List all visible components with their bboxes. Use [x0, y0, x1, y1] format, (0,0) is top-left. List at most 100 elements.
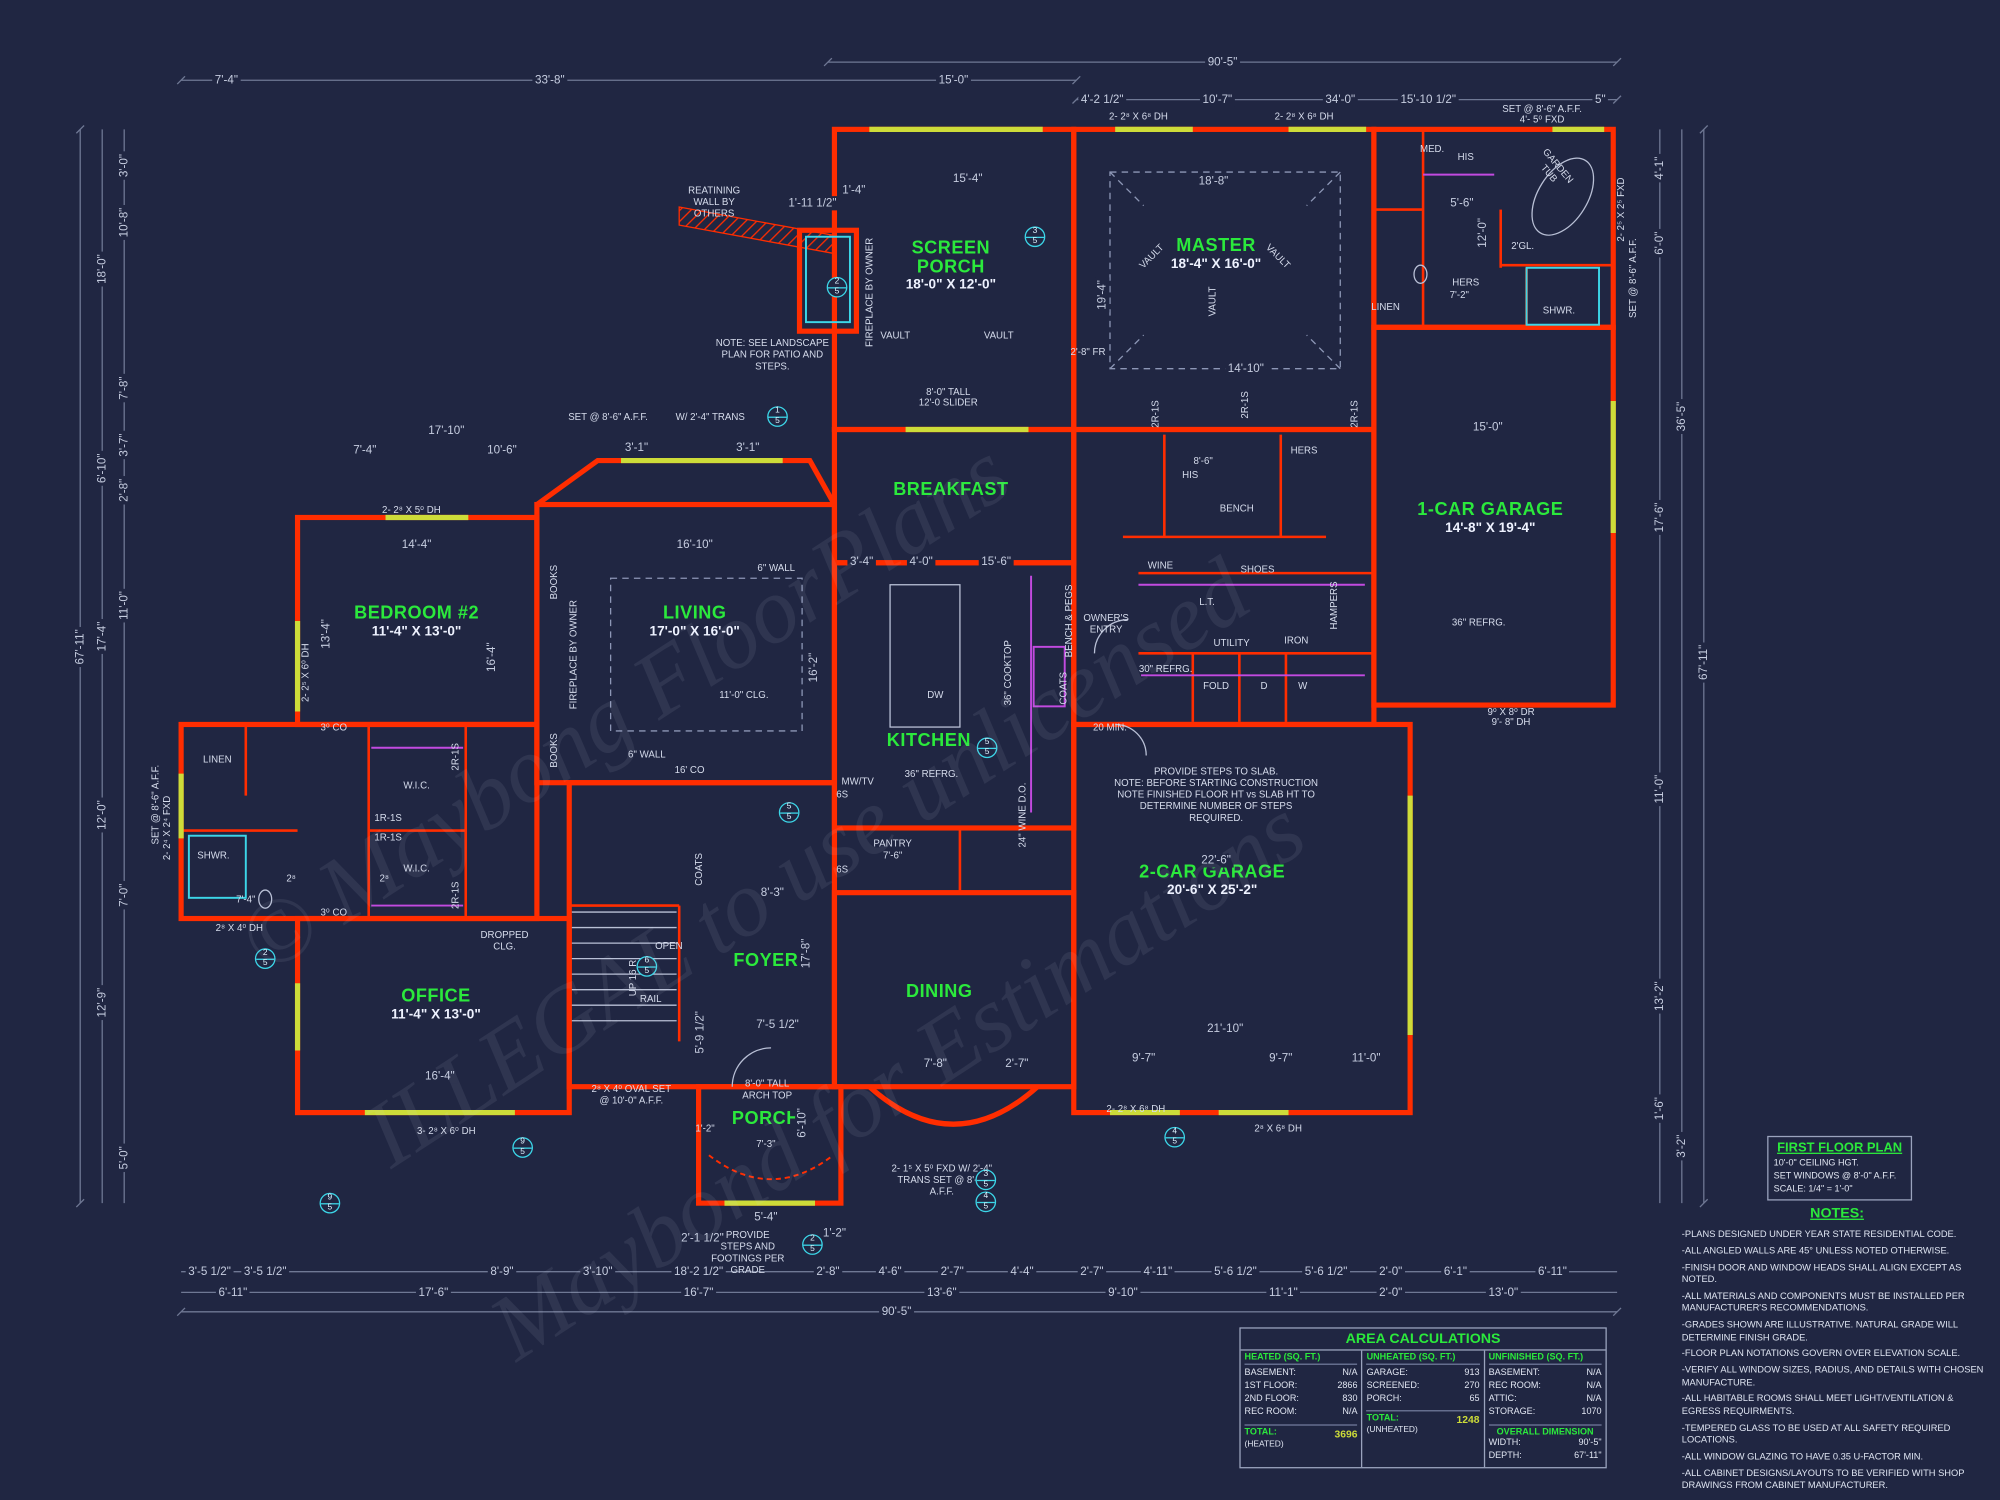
overall-dimension-header: OVERALL DIMENSION [1488, 1423, 1602, 1437]
sheet-number: 5 [983, 1179, 989, 1189]
annotation-label: HIS [1457, 150, 1474, 163]
dimension-label: 33'-8" [532, 73, 568, 88]
area-calc-label: DEPTH: [1488, 1451, 1522, 1461]
dimension-label: 2'-7" [1002, 1056, 1032, 1071]
detail-number: 3 [1025, 227, 1045, 238]
room-label: FOYER [733, 950, 798, 969]
dimension-label: 16'-2" [806, 650, 821, 685]
room-name: KITCHEN [886, 729, 971, 750]
dimension-label: 8'-3" [758, 885, 787, 900]
area-calc-label: GARAGE: [1366, 1368, 1408, 1378]
dimension-label: 5'-6" [1447, 196, 1477, 211]
area-calc-label: SCREENED: [1366, 1381, 1420, 1391]
fixtures [258, 157, 1595, 1087]
room-name: 1-CAR GARAGE [1417, 498, 1564, 519]
dimension-label: 7'-0" [117, 881, 132, 910]
annotation-label: 2R-1S [449, 881, 462, 909]
note-item: -TEMPERED GLASS TO BE USED AT ALL SAFETY… [1681, 1421, 1951, 1446]
annotation-label: HERS [1290, 444, 1318, 457]
area-calc-value: 90'-5" [1578, 1438, 1602, 1448]
annotation-label: HAMPERS [1327, 581, 1340, 630]
annotation-label: 12'-0 SLIDER [918, 396, 978, 409]
annotation-label: VAULT [880, 329, 911, 341]
annotation-label: WINE [1147, 559, 1174, 572]
annotation-label: D [1260, 679, 1268, 692]
sheet-number: 5 [1172, 1136, 1178, 1146]
interior-walls [181, 129, 1614, 1042]
area-calc-value: 830 [1342, 1394, 1358, 1405]
dimension-label: 3'-2" [1674, 1132, 1689, 1161]
dimension-label: 5'-4" [751, 1210, 781, 1225]
area-calculations-table: AREA CALCULATIONS HEATED (SQ. FT.)BASEME… [1239, 1327, 1607, 1469]
room-name: OFFICE [401, 984, 471, 1006]
annotation-label: 2R-1S [1149, 400, 1162, 428]
dimension-label: 67'-11" [73, 626, 88, 668]
dimension-label: 9'-10" [1105, 1285, 1141, 1300]
dimension-label: 21'-10" [1204, 1021, 1246, 1036]
note-item: -VERIFY ALL WINDOW SIZES, RADIUS, AND DE… [1681, 1363, 1984, 1388]
dimension-label: 2'-0" [1376, 1285, 1405, 1300]
annotation-label: W.I.C. [403, 779, 430, 792]
dimension-label: 18'-2 1/2" [671, 1264, 726, 1279]
dimension-label: 6'-10" [795, 1105, 810, 1141]
dimension-label: 4'-11" [1140, 1264, 1175, 1279]
note-item: -ALL CABINET DESIGNS/LAYOUTS TO BE VERIF… [1681, 1466, 1965, 1491]
dimension-label: 10'-7" [1199, 92, 1235, 107]
dimension-label: 17'-8" [798, 936, 813, 971]
titleblock-line: SET WINDOWS @ 8'-0" A.F.F. [1773, 1171, 1897, 1181]
dimension-label: 8'-9" [487, 1264, 517, 1279]
dimension-label: 3'-1" [622, 440, 651, 455]
area-calc-label: ATTIC: [1488, 1394, 1517, 1405]
area-calc-label: WIDTH: [1488, 1438, 1521, 1448]
annotation-label: 36" REFRG. [1451, 616, 1506, 629]
dimension-label: 2'-8" [813, 1264, 843, 1279]
annotation-label: BOOKS [547, 564, 560, 600]
room-name: SCREEN PORCH [911, 236, 991, 277]
dimension-label: 90'-5" [879, 1304, 914, 1319]
area-calc-label: BASEMENT: [1244, 1368, 1296, 1378]
dimension-label: 17'-6" [1652, 500, 1667, 535]
detail-number: 4 [976, 1192, 995, 1203]
dimension-label: 9'-7" [1266, 1051, 1295, 1066]
annotation-label: 8'-0" TALL [926, 386, 971, 398]
annotation-label: 24" WINE D.O. [1016, 782, 1028, 848]
dimension-label: 17'-4" [95, 619, 110, 654]
dimension-label: 11'-0" [117, 588, 132, 623]
dimension-label: 4'-6" [875, 1264, 905, 1279]
area-calc-label: REC ROOM: [1488, 1381, 1541, 1391]
sheet-number: 5 [1032, 236, 1038, 246]
dimension-label: 5'-9 1/2" [692, 1008, 707, 1057]
annotation-label: 2R-1S [1238, 391, 1251, 419]
note-item: -FLOOR PLAN NOTATIONS GOVERN OVER ELEVAT… [1681, 1347, 1961, 1359]
room-label: KITCHEN [887, 730, 971, 749]
dimension-label: 15'-0" [936, 73, 971, 88]
area-calc-total: TOTAL:1248(UNHEATED) [1366, 1410, 1480, 1435]
dimension-label: 18'-0" [95, 251, 110, 287]
dimension-label: 18'-8" [1196, 174, 1231, 189]
dimension-label: 3'-7" [117, 430, 132, 460]
dimension-label: 2'-0" [1376, 1264, 1405, 1279]
first-floor-plan-titleblock: FIRST FLOOR PLAN 10'-0" CEILING HGT.SET … [1767, 1135, 1913, 1202]
dimension-label: 7'-5 1/2" [753, 1017, 802, 1032]
dimension-label: 22'-6" [1198, 853, 1234, 868]
room-size: 20'-6" X 25'-2" [1167, 882, 1258, 898]
sheet-number: 5 [327, 1202, 333, 1212]
room-name: MASTER [1176, 234, 1256, 256]
annotation-label: FIREPLACE BY OWNER [863, 237, 876, 348]
annotation-label: UTILITY [1213, 637, 1250, 649]
area-calc-label: REC ROOM: [1244, 1408, 1297, 1418]
annotation-label: L.T. [1199, 595, 1215, 608]
dimension-label: 1'-6" [1652, 1094, 1667, 1123]
room-name: 2-CAR GARAGE [1139, 860, 1286, 882]
dimension-label: 15'-6" [978, 554, 1014, 569]
annotation-label: 6" WALL [757, 562, 796, 574]
room-size: 18'-4" X 16'-0" [1170, 255, 1262, 272]
